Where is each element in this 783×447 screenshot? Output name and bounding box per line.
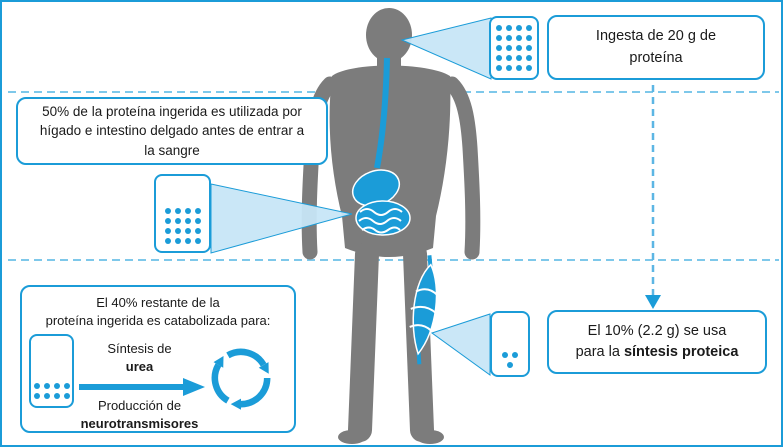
protein-dots-card-liver <box>154 174 211 253</box>
synthesis-text: El 10% (2.2 g) se usa para la síntesis p… <box>575 322 739 360</box>
protein-dots-card-intake <box>489 16 539 80</box>
protein-dots-card-synthesis <box>490 311 530 377</box>
beam-to-synthesis-card <box>430 313 491 376</box>
intake-callout: Ingesta de 20 g de proteína <box>547 15 765 80</box>
protein-dots-card-catabolism <box>29 334 74 408</box>
liver-text: 50% de la proteína ingerida es utilizada… <box>39 103 305 158</box>
catabolism-title: El 40% restante de la proteína ingerida … <box>45 295 271 328</box>
flow-down-arrow-icon <box>645 85 661 309</box>
neurotransmitters-label: Producción de neurotransmisores <box>80 398 199 431</box>
recycle-icon <box>211 348 271 410</box>
catabolism-panel: El 40% restante de la proteína ingerida … <box>20 285 296 433</box>
synthesis-callout: El 10% (2.2 g) se usa para la síntesis p… <box>547 310 767 374</box>
intake-text: Ingesta de 20 g de proteína <box>595 28 717 66</box>
arrow-right-icon <box>79 378 205 396</box>
urea-label: Síntesis de urea <box>107 341 172 374</box>
digestive-system-icon <box>351 57 411 236</box>
beam-from-liver-card <box>210 183 353 254</box>
liver-callout: 50% de la proteína ingerida es utilizada… <box>16 97 328 165</box>
muscle-icon <box>409 255 439 365</box>
